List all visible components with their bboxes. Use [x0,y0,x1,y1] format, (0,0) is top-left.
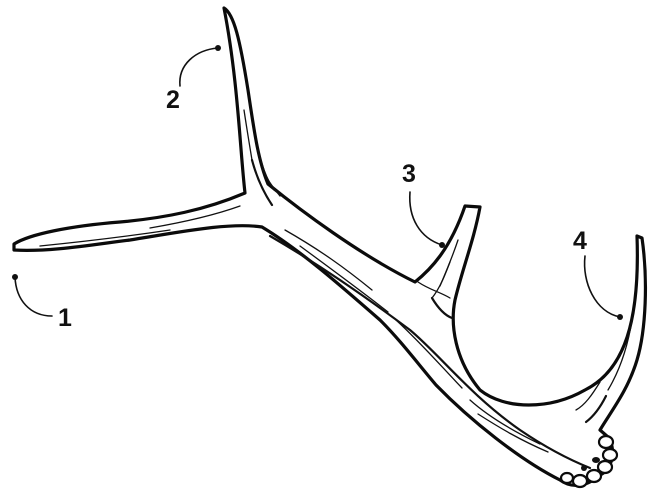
callout-1: 1 [12,274,72,332]
callout-2: 2 [166,45,221,114]
antler-silhouette [14,8,645,485]
callout-3: 3 [402,160,445,248]
callout-4-leader [585,256,620,317]
callout-2-number: 2 [166,86,180,114]
callout-3-leader [410,192,442,245]
callout-4: 4 [573,227,623,320]
antler-illustration [14,8,645,487]
callout-4-number: 4 [573,227,587,255]
callout-2-leader [180,48,218,86]
callout-3-number: 3 [402,160,416,188]
callout-1-leader [15,277,52,316]
callout-1-number: 1 [58,304,72,332]
